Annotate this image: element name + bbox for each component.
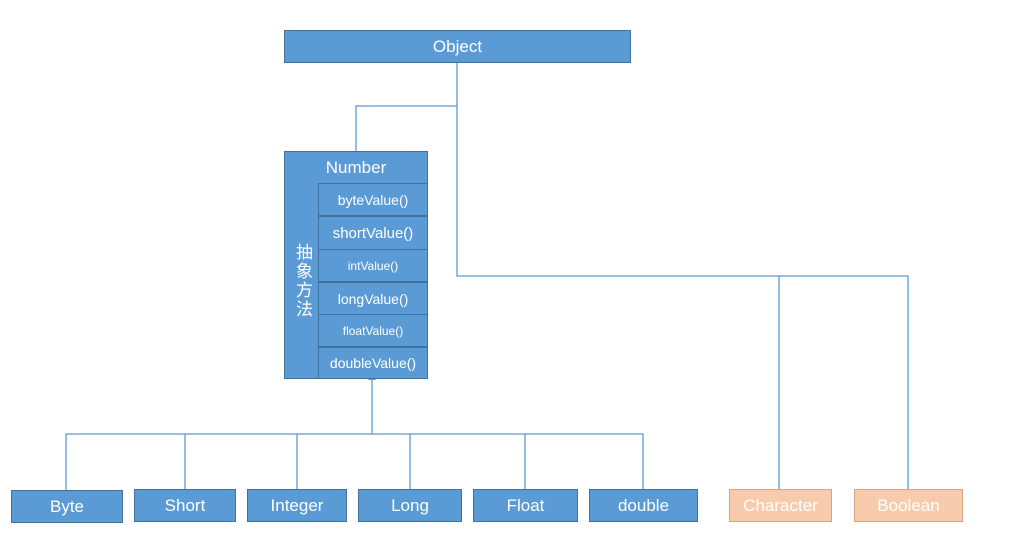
character-to-object-line [456,106,780,490]
method-long-value: longValue() [318,282,428,315]
abstract-methods-label: 抽象方法 [284,183,319,379]
number-class-header: Number [284,151,428,184]
float-class-box: Float [473,489,578,522]
subclass-bus-line [65,433,644,490]
short-class-label: Short [164,495,206,515]
boolean-to-object-line [779,275,909,490]
short-class-box: Short [134,489,236,522]
boolean-class-label: Boolean [877,495,940,515]
character-class-label: Character [743,495,818,515]
number-class-label: Number [325,157,387,177]
method-double-value: doubleValue() [318,347,428,379]
method-float-value: floatValue() [318,314,428,347]
character-class-box: Character [729,489,832,522]
method-byte-value: byteValue() [318,183,428,216]
integer-class-box: Integer [247,489,347,522]
float-class-label: Float [506,495,545,515]
double-class-label: double [617,495,670,515]
method-short-value: shortValue() [318,216,428,250]
byte-class-box: Byte [11,490,123,523]
double-class-box: double [589,489,698,522]
method-int-value: intValue() [318,249,428,282]
long-class-box: Long [358,489,462,522]
object-class-label: Object [432,36,483,56]
long-class-label: Long [391,495,429,515]
byte-class-label: Byte [49,496,85,516]
integer-class-label: Integer [270,495,324,515]
number-to-object-line [355,56,461,152]
object-class-box: Object [284,30,631,63]
boolean-class-box: Boolean [854,489,963,522]
